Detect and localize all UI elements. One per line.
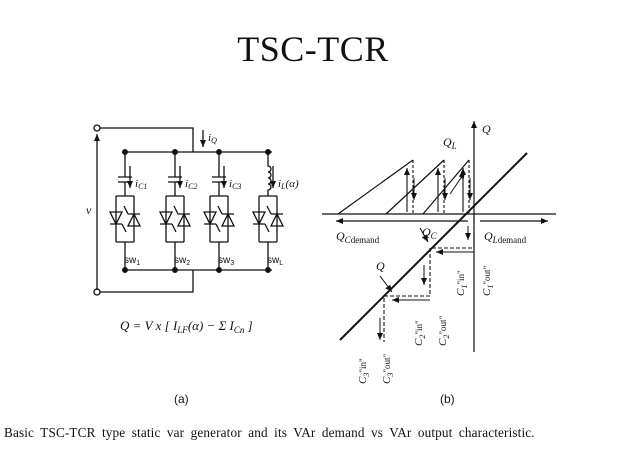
branch-current-labels: iC1 iC2 iC3 iL(α) bbox=[135, 178, 299, 191]
junction-dot bbox=[265, 267, 271, 273]
capacitor-switch-label: C3"in" bbox=[357, 358, 371, 384]
branch-current-label: iL(α) bbox=[278, 178, 299, 191]
thyristor-loop bbox=[115, 195, 135, 270]
qc-pointer bbox=[419, 227, 429, 243]
power-equation: Q = V x [ ILF(α) − Σ ICn ] bbox=[120, 318, 253, 335]
ql-pointer bbox=[449, 171, 466, 195]
thyristor-reverse bbox=[173, 205, 192, 227]
slide-title: TSC-TCR bbox=[237, 29, 389, 69]
branch-1 bbox=[108, 149, 142, 273]
q-characteristic-line bbox=[339, 152, 528, 341]
qc-label: QC bbox=[422, 225, 438, 241]
sawtooth-ramp bbox=[422, 159, 470, 215]
step-curve bbox=[377, 214, 475, 342]
switch-label: sw3 bbox=[218, 255, 234, 267]
q-pointer bbox=[379, 275, 393, 293]
branch-current-label: iC1 bbox=[135, 178, 147, 191]
sawtooth-ramp bbox=[337, 159, 414, 215]
switch-label: sw1 bbox=[124, 255, 140, 267]
capacitor-symbol bbox=[212, 152, 226, 196]
bottom-return-wire bbox=[100, 270, 194, 293]
circuit-branches bbox=[108, 149, 285, 273]
figure-b-label: (b) bbox=[440, 392, 455, 406]
junction-dot bbox=[122, 267, 128, 273]
sawtooth-curve bbox=[337, 159, 473, 215]
thyristor-loop bbox=[258, 195, 278, 270]
capacitor-symbol bbox=[118, 152, 132, 196]
ql-demand-label: QLdemand bbox=[484, 229, 527, 245]
thyristor-reverse bbox=[123, 205, 142, 227]
figure-a-label: (a) bbox=[174, 392, 189, 406]
voltage-label: v bbox=[86, 203, 92, 217]
capacitor-switch-labels: C1"in" C1"out" C2"in" C2"out" C3"in" C3"out" bbox=[357, 265, 495, 384]
thyristor-loop bbox=[165, 195, 185, 270]
thyristor-forward bbox=[108, 211, 127, 233]
characteristic-plot bbox=[322, 121, 556, 352]
thyristor-forward bbox=[202, 211, 221, 233]
q-axis-label: Q bbox=[482, 122, 491, 136]
figure-caption: Basic TSC-TCR type static var generator … bbox=[4, 425, 535, 440]
top-feed-wire bbox=[100, 127, 194, 152]
switch-label: sw2 bbox=[174, 255, 190, 267]
branch-2 bbox=[158, 149, 192, 273]
top-terminal bbox=[93, 124, 101, 132]
branch-4 bbox=[251, 149, 285, 273]
capacitor-symbol bbox=[168, 152, 182, 196]
capacitor-switch-label: C2"in" bbox=[413, 320, 427, 346]
sawtooth-ramp bbox=[385, 159, 445, 215]
capacitor-switch-label: C1"out" bbox=[481, 265, 495, 296]
capacitor-switch-label: C3"out" bbox=[381, 353, 395, 384]
qc-demand-label: QCdemand bbox=[336, 229, 380, 245]
switch-label: swL bbox=[267, 255, 283, 267]
capacitor-switch-label: C1"in" bbox=[455, 270, 469, 296]
thyristor-reverse bbox=[266, 205, 285, 227]
branch-3 bbox=[202, 149, 236, 273]
branch-current-label: iC2 bbox=[185, 178, 197, 191]
branch-current-label: iC3 bbox=[229, 178, 241, 191]
switch-labels: sw1 sw2 sw3 swL bbox=[124, 255, 283, 267]
thyristor-loop bbox=[209, 195, 229, 270]
step-path bbox=[383, 214, 475, 342]
iq-label: iQ bbox=[208, 132, 217, 145]
capacitor-switch-label: C2"out" bbox=[437, 315, 451, 346]
ql-label: QL bbox=[443, 135, 457, 151]
thyristor-reverse bbox=[217, 205, 236, 227]
thyristor-forward bbox=[251, 211, 270, 233]
q-label: Q bbox=[376, 259, 385, 273]
junction-dot bbox=[172, 267, 178, 273]
inductor-symbol bbox=[267, 152, 272, 196]
thyristor-forward bbox=[158, 211, 177, 233]
circuit-diagram bbox=[93, 124, 272, 296]
junction-dot bbox=[216, 267, 222, 273]
